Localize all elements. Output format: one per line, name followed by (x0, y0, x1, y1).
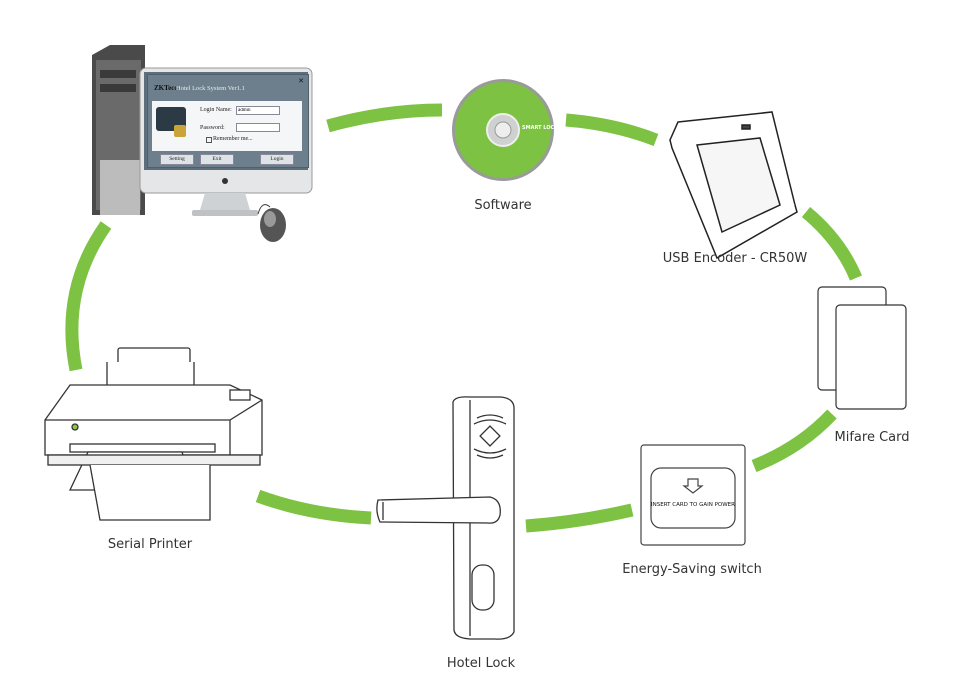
hotel-lock-icon (376, 396, 515, 640)
connector-computer-software (326, 103, 443, 133)
login-panel: Login Name: Password: Remember me... (152, 101, 302, 151)
label-usb-encoder: USB Encoder - CR50W (662, 251, 808, 266)
window-title: Hotel Lock System Ver1.1 (176, 85, 245, 92)
login-name-field[interactable] (236, 106, 280, 115)
energy-saving-switch-icon: INSERT CARD TO GAIN POWER (640, 444, 746, 546)
remember-checkbox[interactable] (206, 137, 212, 143)
padlock-icon (174, 125, 186, 137)
password-label: Password: (200, 125, 225, 131)
password-field[interactable] (236, 123, 280, 132)
label-energy-saving-switch: Energy-Saving switch (622, 562, 762, 577)
exit-button[interactable]: Exit (200, 154, 234, 165)
disc-text: SMART LOCK (522, 125, 559, 131)
label-hotel-lock: Hotel Lock (446, 656, 516, 671)
remember-label: Remember me... (213, 136, 253, 142)
login-button[interactable]: Login (260, 154, 294, 165)
mifare-card-icon (817, 286, 907, 410)
switch-slot-text: INSERT CARD TO GAIN POWER (651, 502, 735, 508)
software-disc-icon (452, 79, 554, 181)
setting-button[interactable]: Setting (160, 154, 194, 165)
connector-card-switch (751, 409, 837, 473)
label-mifare-card: Mifare Card (834, 430, 910, 445)
connector-printer-computer (65, 221, 112, 372)
usb-encoder-icon (669, 111, 798, 260)
connectors (65, 103, 862, 533)
login-name-label: Login Name: (200, 107, 232, 113)
login-window: ZKTeco Hotel Lock System Ver1.1 ✕ Login … (147, 74, 309, 168)
brand-logo: ZKTeco (154, 84, 178, 92)
connector-lock-printer (255, 489, 372, 525)
serial-printer-icon (44, 347, 263, 521)
label-software: Software (474, 198, 532, 213)
connector-encoder-card (801, 206, 862, 281)
label-serial-printer: Serial Printer (107, 537, 193, 552)
close-icon[interactable]: ✕ (298, 77, 304, 85)
connector-software-encoder (565, 113, 659, 147)
connector-switch-lock (525, 503, 634, 533)
